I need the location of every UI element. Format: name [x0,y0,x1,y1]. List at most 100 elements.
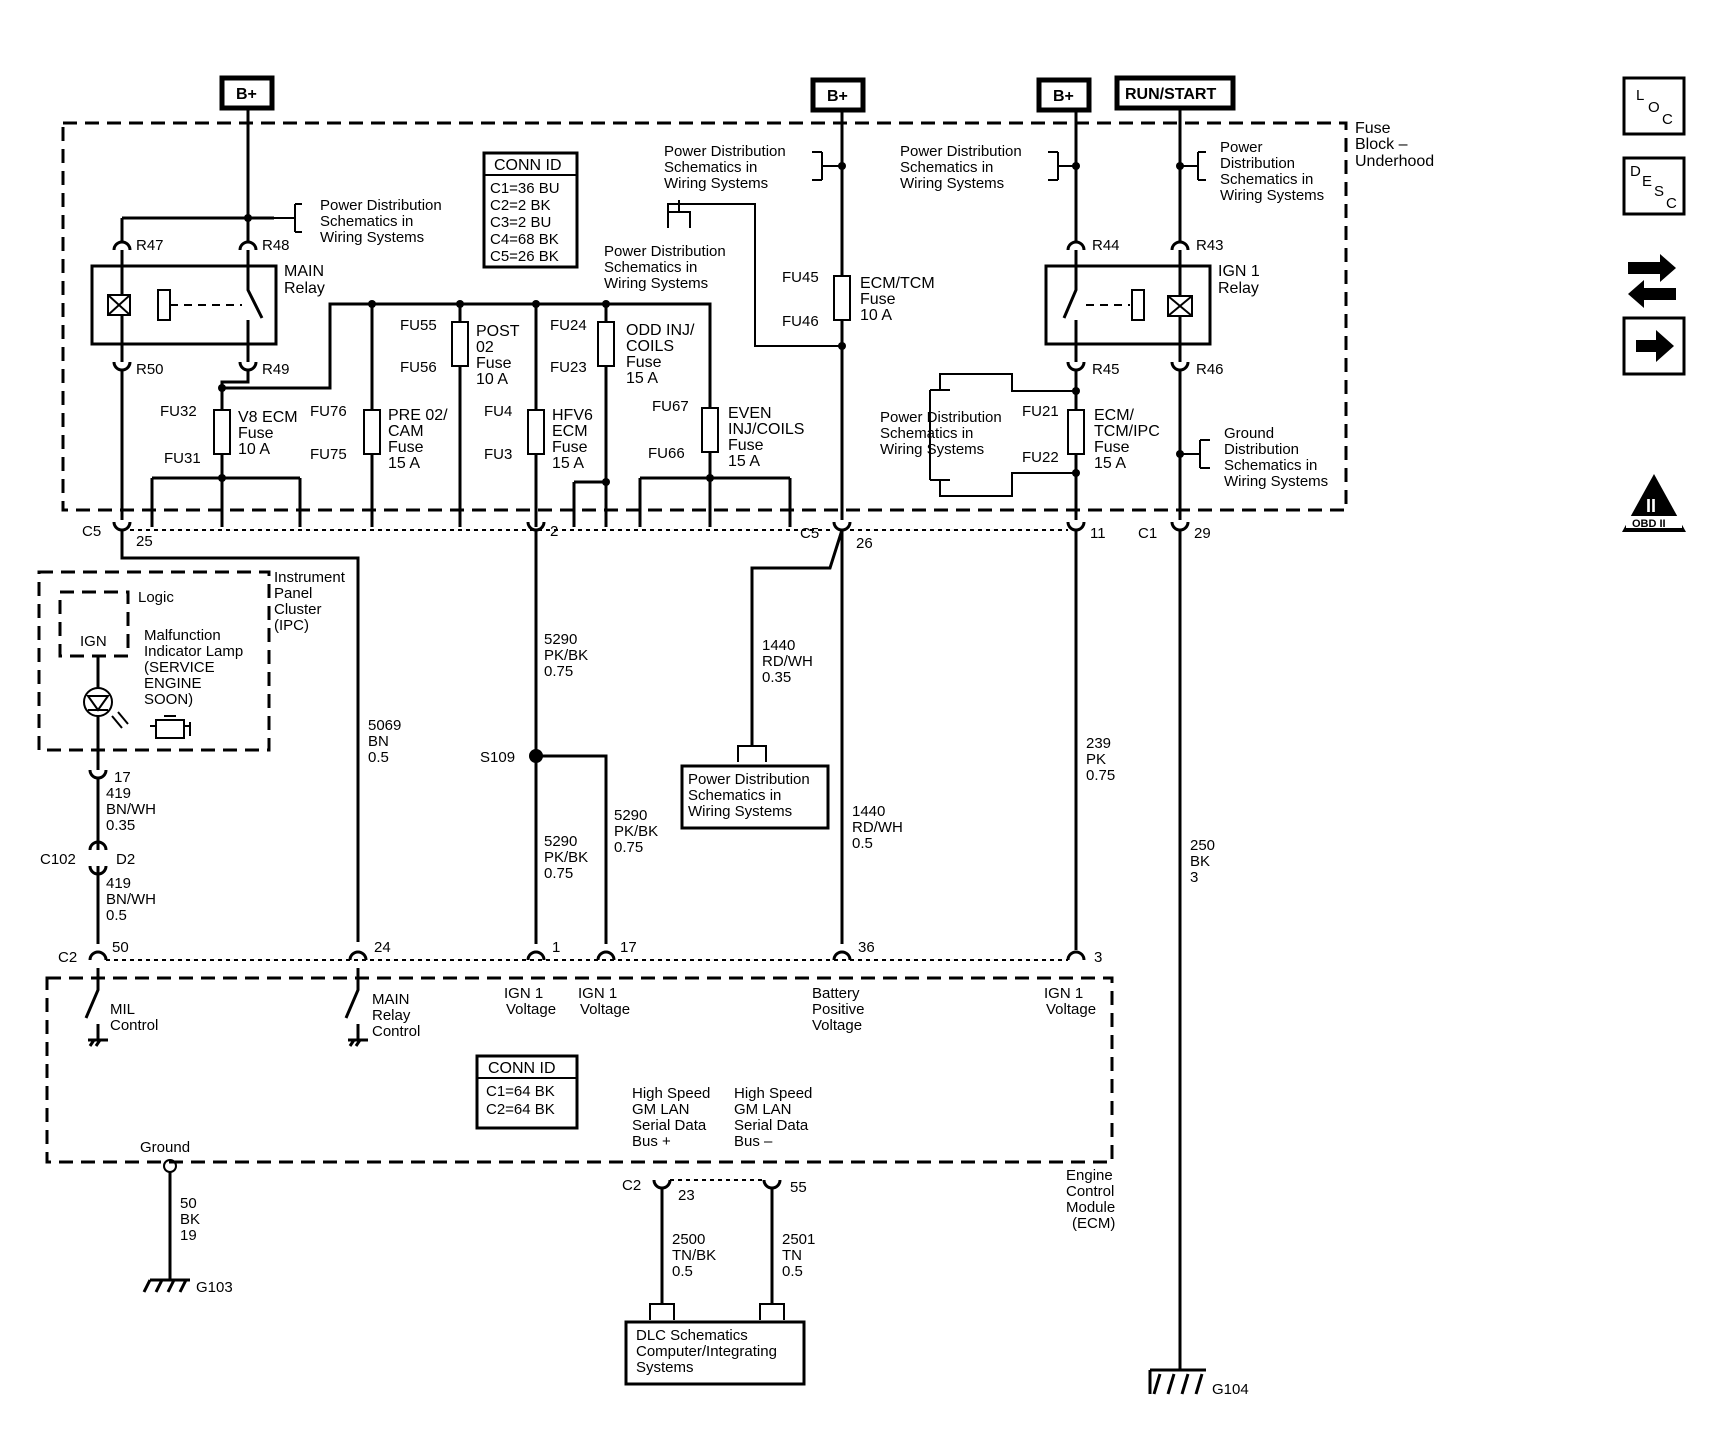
svg-text:ECM: ECM [552,423,588,440]
svg-text:MAIN: MAIN [284,263,324,280]
svg-text:Cluster: Cluster [274,601,322,618]
svg-text:55: 55 [790,1179,807,1196]
svg-text:Schematics in: Schematics in [880,425,973,442]
svg-text:FU23: FU23 [550,359,587,376]
svg-text:2500: 2500 [672,1231,705,1248]
svg-text:D2: D2 [116,851,135,868]
ign1-relay: Power Distribution Schematics in Wiring … [900,108,1324,378]
svg-text:Power Distribution: Power Distribution [320,197,442,214]
svg-text:Power Distribution: Power Distribution [688,771,810,788]
svg-text:R43: R43 [1196,237,1224,254]
fuse-block-label: Fuse Block – Underhood [1355,120,1434,170]
svg-text:C2=2 BK: C2=2 BK [490,197,550,214]
svg-text:Block –: Block – [1355,136,1408,153]
wire-5290-c: 5290 PK/BK 0.75 [614,807,658,856]
svg-text:S109: S109 [480,749,515,766]
svg-text:Systems: Systems [636,1359,694,1376]
svg-text:R46: R46 [1196,361,1224,378]
svg-text:Underhood: Underhood [1355,153,1434,170]
svg-text:1440: 1440 [852,803,885,820]
svg-text:FU3: FU3 [484,446,512,463]
svg-text:(ECM): (ECM) [1072,1215,1115,1232]
svg-text:Wiring Systems: Wiring Systems [880,441,984,458]
svg-text:2501: 2501 [782,1231,815,1248]
svg-text:Wiring Systems: Wiring Systems [604,275,708,292]
svg-text:EVEN: EVEN [728,405,772,422]
svg-text:3: 3 [1094,949,1102,966]
svg-text:Logic: Logic [138,589,174,606]
ecm-conn-id: CONN ID C1=64 BK C2=64 BK [475,1054,579,1130]
svg-text:C4=68 BK: C4=68 BK [490,231,559,248]
svg-text:SOON): SOON) [144,691,193,708]
svg-text:FU32: FU32 [160,403,197,420]
fuse-hfv6-ecm: FU4 FU3 HFV6 ECM Fuse 15 A [484,304,593,527]
svg-text:419: 419 [106,785,131,802]
bplus-source-1: B+ [219,75,275,111]
svg-text:Schematics in: Schematics in [900,159,993,176]
svg-text:Ground: Ground [1224,425,1274,442]
svg-text:29: 29 [1194,525,1211,542]
wire-250: 250 BK 3 [1190,837,1215,886]
svg-text:Malfunction: Malfunction [144,627,221,644]
svg-text:Schematics in: Schematics in [1220,171,1313,188]
svg-text:High Speed: High Speed [632,1085,710,1102]
connector-icon[interactable] [1628,254,1676,308]
hs-lan-labels: High Speed GM LAN Serial Data Bus + High… [632,1085,812,1150]
svg-text:C2: C2 [622,1177,641,1194]
svg-text:RUN/START: RUN/START [1125,86,1216,103]
svg-text:C1=36 BU: C1=36 BU [490,180,560,197]
svg-text:GM LAN: GM LAN [632,1101,690,1118]
next-arrow-icon[interactable] [1622,316,1686,376]
svg-text:POST: POST [476,323,520,340]
svg-text:Schematics in: Schematics in [1224,457,1317,474]
svg-text:R49: R49 [262,361,290,378]
svg-text:10 A: 10 A [476,371,508,388]
fuse-even-inj-coils: FU67 FU66 EVEN INJ/COILS Fuse 15 A [638,302,804,527]
svg-text:0.75: 0.75 [544,865,573,882]
svg-text:PK/BK: PK/BK [544,849,588,866]
svg-text:ENGINE: ENGINE [144,675,202,692]
svg-text:Distribution: Distribution [1224,441,1299,458]
svg-text:Serial Data: Serial Data [632,1117,707,1134]
fuse-ecm-tcm: Power Distribution Schematics in Wiring … [664,110,935,520]
svg-text:Engine: Engine [1066,1167,1113,1184]
svg-text:Instrument: Instrument [274,569,346,586]
svg-text:PK: PK [1086,751,1106,768]
svg-text:1440: 1440 [762,637,795,654]
svg-text:ECM/TCM: ECM/TCM [860,275,935,292]
svg-text:Control: Control [110,1017,158,1034]
svg-text:DLC Schematics: DLC Schematics [636,1327,748,1344]
fuse-block-conn-id: CONN ID C1=36 BU C2=2 BK C3=2 BU C4=68 B… [482,151,579,269]
svg-text:BN: BN [368,733,389,750]
svg-text:Fuse: Fuse [1094,439,1130,456]
svg-text:Ground: Ground [140,1139,190,1156]
svg-text:0.75: 0.75 [614,839,643,856]
fuse-pre02-cam: FU76 FU75 PRE 02/ CAM Fuse 15 A [310,304,448,527]
wire-2501: 2501 TN 0.5 [782,1231,815,1280]
svg-text:RD/WH: RD/WH [852,819,903,836]
ecm-ground: Ground 50 BK 19 G103 [140,1139,233,1296]
connector-c102: C102 D2 [40,840,135,876]
connector-c2-row: C2 50 24 1 17 36 3 [58,939,1102,966]
svg-text:24: 24 [374,939,391,956]
svg-text:MIL: MIL [110,1001,135,1018]
wire-5069: 5069 BN 0.5 [368,717,401,766]
main-relay-control-switch: MAIN Relay Control [344,968,420,1047]
svg-text:C102: C102 [40,851,76,868]
svg-text:Power Distribution: Power Distribution [900,143,1022,160]
svg-text:Power Distribution: Power Distribution [604,243,726,260]
wire-5290-b: 5290 PK/BK 0.75 [544,833,588,882]
svg-text:IGN: IGN [80,633,107,650]
desc-icon[interactable]: D E S C [1622,156,1686,216]
engine-icon [150,715,191,739]
svg-text:Wiring Systems: Wiring Systems [320,229,424,246]
svg-text:FU45: FU45 [782,269,819,286]
wire-419-a: 419 BN/WH 0.35 [106,785,156,834]
svg-text:GM LAN: GM LAN [734,1101,792,1118]
splice-s109: S109 [480,749,608,944]
loc-icon[interactable]: L O C [1622,76,1686,136]
svg-text:17: 17 [620,939,637,956]
svg-text:G104: G104 [1212,1381,1249,1398]
obd-ii-icon[interactable]: II OBD II [1622,474,1686,532]
svg-text:Distribution: Distribution [1220,155,1295,172]
